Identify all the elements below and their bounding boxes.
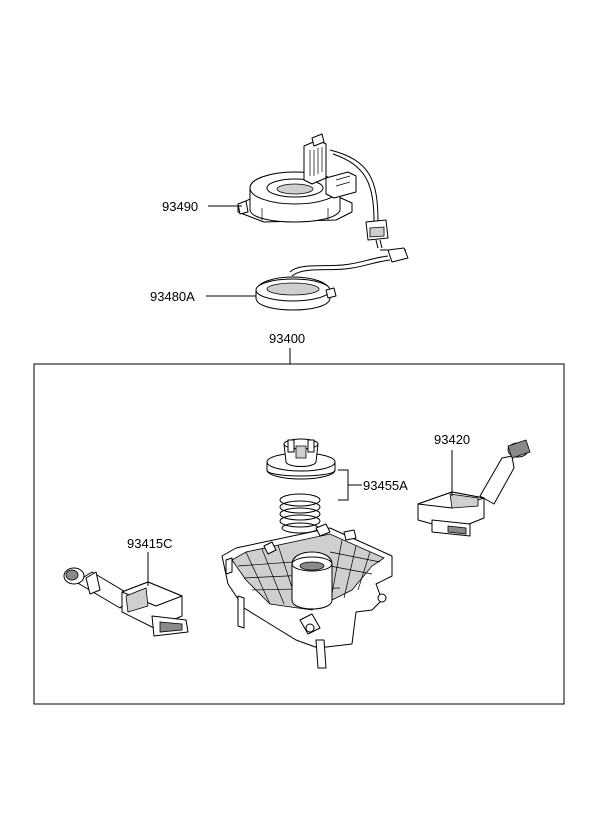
switch-body-part: [221, 523, 393, 669]
assembly-frame: [33, 363, 565, 705]
contact-plate-part: [255, 247, 409, 311]
cancel-cam-bracket: [338, 469, 362, 501]
clock-spring-part: [237, 133, 389, 249]
label-contact-plate: 93480A: [150, 289, 195, 304]
cancel-cam-part: [266, 438, 336, 480]
label-switch-assembly: 93400: [269, 331, 305, 346]
wiper-switch-part: [417, 439, 531, 537]
label-cancel-cam: 93455A: [363, 478, 408, 493]
label-clock-spring: 93490: [162, 199, 198, 214]
return-spring-part: [279, 493, 321, 534]
lighting-switch-part: [63, 567, 189, 637]
label-wiper-switch: 93420: [434, 432, 470, 447]
label-lighting-switch: 93415C: [127, 536, 173, 551]
